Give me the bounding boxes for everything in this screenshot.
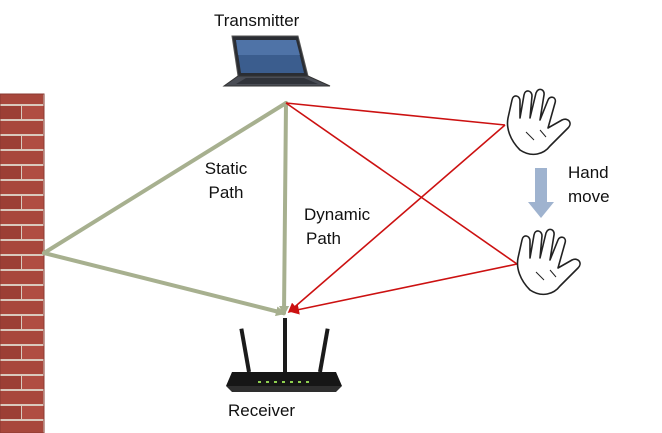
arrow-down-icon — [528, 168, 554, 218]
transmitter-label: Transmitter — [214, 11, 300, 30]
dynamic-path-hand-top-to-rx — [287, 124, 506, 313]
dynamic-path-label-line2: Path — [306, 229, 341, 248]
dynamic-path-label: Dynamic Path — [304, 205, 394, 249]
static-path-direct — [279, 101, 290, 316]
hand-icon — [516, 228, 581, 296]
hand-icon — [506, 88, 571, 156]
receiver-label: Receiver — [228, 401, 296, 420]
static-path-label-line2: Path — [208, 183, 244, 202]
dynamic-path-tx-to-hand-bottom — [285, 102, 518, 265]
hand-move-label: Hand move — [568, 163, 638, 207]
dynamic-path-tx-to-hand-top — [285, 102, 506, 126]
static-path-label: Static Path — [194, 159, 258, 203]
dynamic-path-label-line1: Dynamic — [304, 205, 371, 224]
static-path-wall-to-rx — [42, 251, 286, 317]
hand-move-label-line2: move — [568, 187, 610, 206]
dynamic-path — [285, 102, 518, 315]
router-icon — [226, 318, 342, 392]
static-path-tx-to-wall — [42, 101, 288, 255]
static-path-label-line1: Static — [204, 159, 248, 178]
dynamic-path-hand-bottom-to-rx — [289, 263, 518, 315]
laptop-icon — [222, 35, 331, 87]
brick-wall-icon — [0, 93, 45, 433]
hand-move-label-line1: Hand — [568, 163, 609, 182]
static-path — [42, 101, 290, 317]
